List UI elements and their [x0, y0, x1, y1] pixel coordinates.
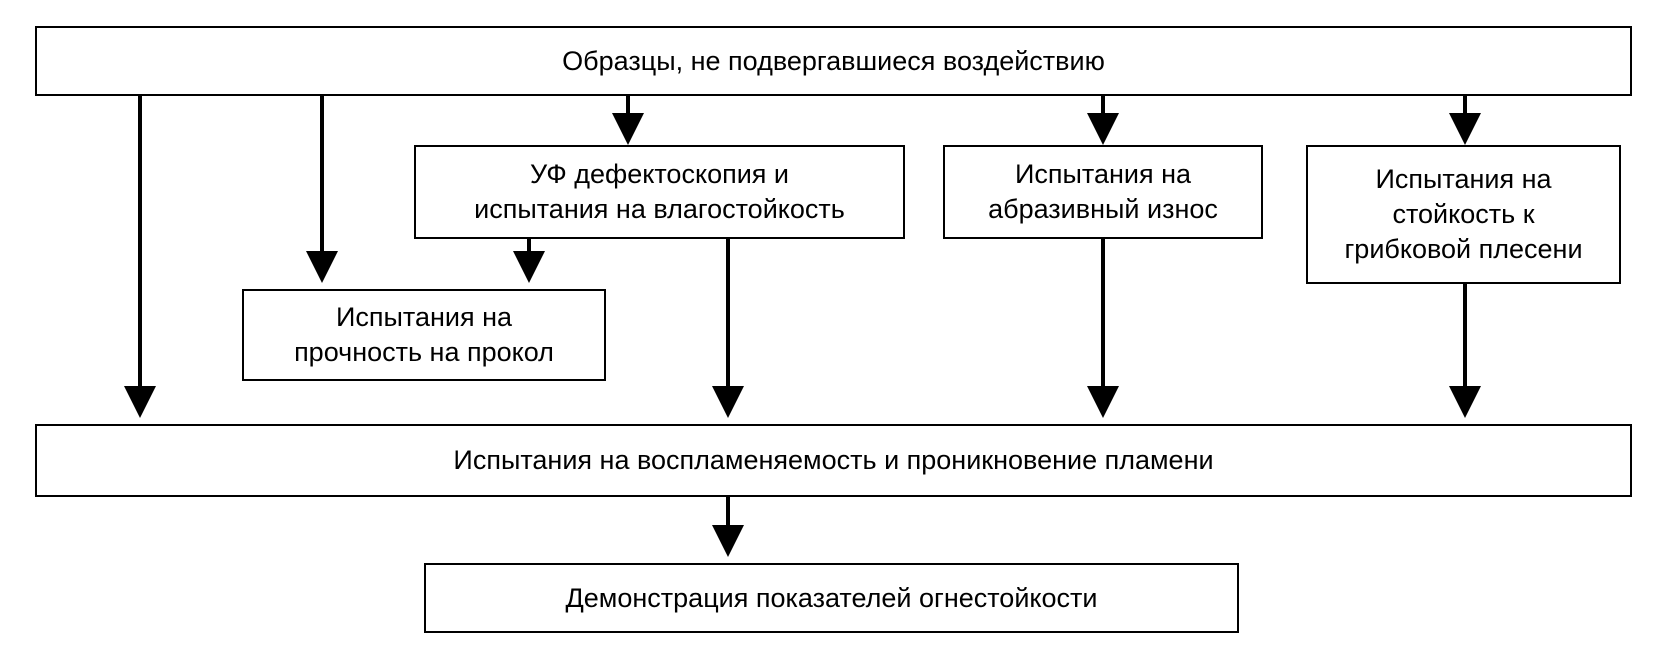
abrasion-label: Испытания на абразивный износ: [988, 159, 1218, 224]
flammability-box: Испытания на воспламеняемость и проникно…: [35, 424, 1632, 497]
fungal-resistance-box: Испытания на стойкость к грибковой плесе…: [1306, 145, 1621, 284]
puncture-strength-box: Испытания на прочность на прокол: [242, 289, 606, 381]
fire-resistance-demonstration-label: Демонстрация показателей огнестойкости: [565, 582, 1098, 613]
uv-moisture-box: УФ дефектоскопия и испытания на влагосто…: [414, 145, 905, 239]
flammability-label: Испытания на воспламеняемость и проникно…: [453, 445, 1214, 475]
untreated-samples-label: Образцы, не подвергавшиеся воздействию: [562, 45, 1105, 76]
uv-moisture-label: УФ дефектоскопия и испытания на влагосто…: [474, 159, 845, 224]
fire-resistance-demonstration-box: Демонстрация показателей огнестойкости: [424, 563, 1239, 633]
puncture-strength-label: Испытания на прочность на прокол: [294, 302, 554, 367]
fungal-resistance-label: Испытания на стойкость к грибковой плесе…: [1344, 164, 1583, 264]
untreated-samples-box: Образцы, не подвергавшиеся воздействию: [35, 26, 1632, 96]
abrasion-box: Испытания на абразивный износ: [943, 145, 1263, 239]
